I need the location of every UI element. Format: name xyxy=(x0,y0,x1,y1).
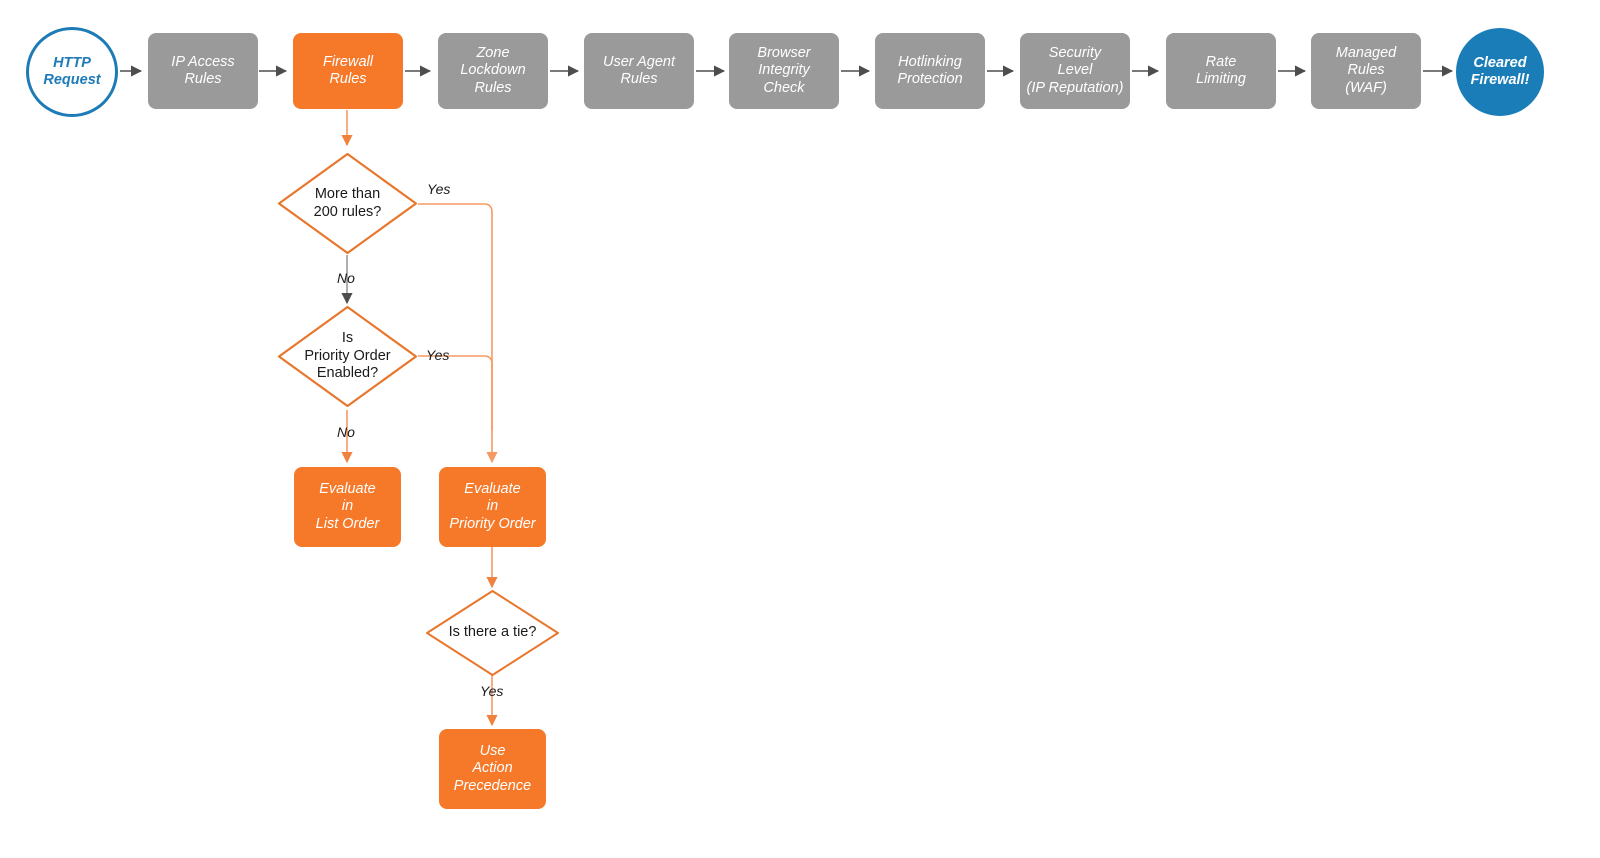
diamond-shape-is-there-a-tie xyxy=(426,590,559,676)
node-ip-access-rules[interactable]: IP Access Rules xyxy=(148,33,258,109)
edge-label-yes-tie: Yes xyxy=(480,683,504,699)
node-label-zone-lockdown-rules: Zone Lockdown Rules xyxy=(460,45,526,96)
node-label-hotlinking-protection: Hotlinking Protection xyxy=(897,53,963,87)
node-label-more-than-200-rules: More than 200 rules? xyxy=(313,186,382,220)
node-label-user-agent-rules: User Agent Rules xyxy=(603,53,675,87)
diamond-shape-more-than-200-rules xyxy=(277,152,418,255)
edge-label-no-priority-order: No xyxy=(337,424,355,440)
node-evaluate-in-priority-order[interactable]: Evaluate in Priority Order xyxy=(439,467,546,547)
node-is-priority-order-enabled[interactable]: Is Priority Order Enabled? xyxy=(277,305,418,408)
node-label-http-request: HTTP Request xyxy=(43,54,101,88)
node-label-rate-limiting: Rate Limiting xyxy=(1196,53,1246,87)
node-zone-lockdown-rules[interactable]: Zone Lockdown Rules xyxy=(438,33,548,109)
node-managed-rules-waf[interactable]: Managed Rules (WAF) xyxy=(1311,33,1421,109)
diamond-shape-is-priority-order-enabled xyxy=(277,305,418,408)
node-label-evaluate-in-priority-order: Evaluate in Priority Order xyxy=(449,481,536,532)
edge-label-yes-more-than-200: Yes xyxy=(427,181,451,197)
edge-yes-200-to-priority-order xyxy=(418,203,498,464)
node-label-use-action-precedence: Use Action Precedence xyxy=(453,743,532,794)
node-hotlinking-protection[interactable]: Hotlinking Protection xyxy=(875,33,985,109)
node-http-request[interactable]: HTTP Request xyxy=(26,27,118,117)
node-security-level[interactable]: Security Level (IP Reputation) xyxy=(1020,33,1130,109)
node-label-ip-access-rules: IP Access Rules xyxy=(171,53,235,87)
edge-label-yes-priority-order: Yes xyxy=(426,347,450,363)
node-label-evaluate-in-list-order: Evaluate in List Order xyxy=(315,481,380,532)
node-use-action-precedence[interactable]: Use Action Precedence xyxy=(439,729,546,809)
node-label-browser-integrity-check: Browser Integrity Check xyxy=(757,45,811,96)
node-label-security-level: Security Level (IP Reputation) xyxy=(1026,45,1124,96)
node-label-is-priority-order-enabled: Is Priority Order Enabled? xyxy=(304,330,391,382)
node-is-there-a-tie[interactable]: Is there a tie? xyxy=(425,589,560,677)
node-label-cleared-firewall: Cleared Firewall! xyxy=(1470,54,1530,88)
node-evaluate-in-list-order[interactable]: Evaluate in List Order xyxy=(294,467,401,547)
node-firewall-rules[interactable]: Firewall Rules xyxy=(293,33,403,109)
node-label-managed-rules-waf: Managed Rules (WAF) xyxy=(1335,45,1397,96)
node-label-is-there-a-tie: Is there a tie? xyxy=(448,624,537,641)
node-cleared-firewall[interactable]: Cleared Firewall! xyxy=(1456,28,1544,116)
node-more-than-200-rules[interactable]: More than 200 rules? xyxy=(277,152,418,255)
edge-label-no-more-than-200: No xyxy=(337,270,355,286)
node-label-firewall-rules: Firewall Rules xyxy=(323,53,373,87)
node-user-agent-rules[interactable]: User Agent Rules xyxy=(584,33,694,109)
edge-yes-priority-enabled xyxy=(418,355,493,430)
node-rate-limiting[interactable]: Rate Limiting xyxy=(1166,33,1276,109)
node-browser-integrity-check[interactable]: Browser Integrity Check xyxy=(729,33,839,109)
